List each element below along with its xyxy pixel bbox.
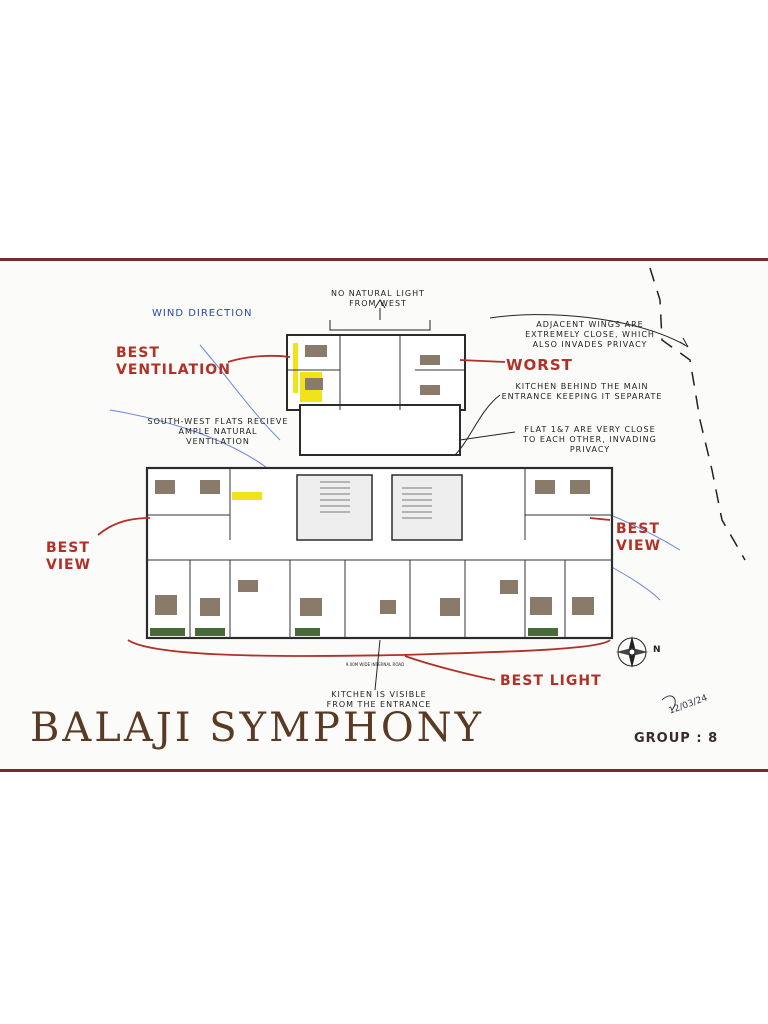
stair-treads bbox=[320, 481, 432, 519]
red-leader-lines bbox=[97, 354, 611, 681]
kitchen-visible-note: KITCHEN IS VISIBLE FROM THE ENTRANCE bbox=[326, 690, 432, 709]
compass-north-label: N bbox=[653, 645, 662, 655]
greenery bbox=[150, 628, 558, 636]
black-leader-lines bbox=[329, 299, 689, 691]
interior-walls bbox=[147, 468, 612, 638]
adjacent-wing-outline bbox=[649, 267, 746, 561]
wind-direction-label: WIND DIRECTION bbox=[152, 308, 253, 319]
no-natural-light-note: NO NATURAL LIGHT FROM WEST bbox=[330, 289, 426, 308]
flat-close-note: FLAT 1&7 ARE VERY CLOSE TO EACH OTHER, I… bbox=[523, 425, 657, 454]
bed-top-2 bbox=[305, 378, 323, 390]
top-wing-rooms bbox=[287, 335, 465, 410]
bed-top-1 bbox=[305, 345, 327, 357]
south-west-flats-note: SOUTH-WEST FLATS RECIEVE AMPLE NATURAL V… bbox=[147, 417, 289, 446]
group-label: GROUP : 8 bbox=[634, 731, 719, 746]
best-view-left-label: BEST VIEW bbox=[46, 540, 92, 573]
best-ventilation-label: BEST VENTILATION bbox=[116, 345, 231, 378]
adjacent-wings-note: ADJACENT WINGS ARE EXTREMELY CLOSE, WHIC… bbox=[525, 320, 655, 349]
best-light-label: BEST LIGHT bbox=[500, 673, 602, 689]
kitchen-behind-note: KITCHEN BEHIND THE MAIN ENTRANCE KEEPING… bbox=[501, 382, 663, 401]
yellow-room-left bbox=[232, 492, 262, 500]
bed-top-4 bbox=[420, 385, 440, 395]
worst-label: WORST bbox=[506, 356, 573, 374]
signature-scribble bbox=[661, 695, 676, 711]
yellow-balcony-top bbox=[293, 343, 298, 393]
project-title: BALAJI SYMPHONY bbox=[30, 705, 485, 751]
internal-road-label: 9.00M WIDE INTERNAL ROAD bbox=[345, 662, 405, 667]
bed-top-3 bbox=[420, 355, 440, 365]
core-stair bbox=[296, 474, 463, 541]
best-view-right-label: BEST VIEW bbox=[616, 521, 662, 554]
compass-rose bbox=[616, 636, 648, 668]
furniture bbox=[155, 480, 594, 616]
